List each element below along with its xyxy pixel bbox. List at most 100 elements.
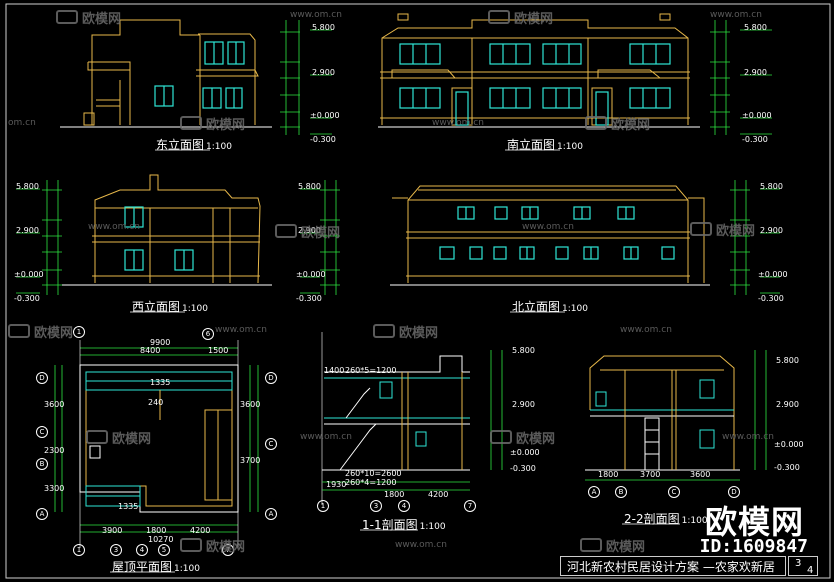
axis-marker: 4 xyxy=(136,544,148,556)
watermark-logo: 欧模网 xyxy=(373,322,438,341)
watermark-url: www.om.cn xyxy=(215,325,267,335)
watermark-logo: 欧模网 xyxy=(8,322,73,341)
sofa-icon xyxy=(86,430,108,444)
axis-marker: 6 xyxy=(202,328,214,340)
level-label: 2.900 xyxy=(760,226,783,235)
roof-dim-side-1: 1335 xyxy=(150,378,171,387)
level-label: 5.800 xyxy=(16,182,39,191)
axis-marker: C xyxy=(265,438,277,450)
west-dimension-lines xyxy=(16,180,62,295)
sec1-w3: 1800 xyxy=(384,490,405,499)
sofa-icon xyxy=(8,324,30,338)
sofa-icon xyxy=(585,116,607,130)
sec2-w2: 3700 xyxy=(640,470,661,479)
roof-dim-left-3: 3300 xyxy=(44,484,65,493)
roof-dim-right-2: 3700 xyxy=(240,456,261,465)
axis-marker: D xyxy=(728,486,740,498)
axis-marker: 1 xyxy=(73,326,85,338)
sofa-icon xyxy=(275,224,297,238)
sofa-icon xyxy=(690,222,712,236)
axis-marker: 1 xyxy=(317,500,329,512)
level-label: 2.900 xyxy=(776,400,799,409)
sec1-stair-b2: 260*4=1200 xyxy=(345,478,397,487)
north-elevation xyxy=(390,185,710,286)
east-dimension-lines xyxy=(280,20,332,135)
level-label: -0.300 xyxy=(14,294,40,303)
level-label: -0.300 xyxy=(774,463,800,472)
brand-name: 欧模网 xyxy=(704,503,804,541)
roof-dim-overall: 9900 xyxy=(150,338,171,347)
level-label: 2.900 xyxy=(512,400,535,409)
level-label: 2.900 xyxy=(312,68,335,77)
axis-marker: A xyxy=(588,486,600,498)
level-label: 5.800 xyxy=(744,23,767,32)
south-windows xyxy=(399,43,671,126)
title-block-sheet: 3 4 xyxy=(788,556,818,576)
sofa-icon xyxy=(488,10,510,24)
watermark-url: www.om.cn xyxy=(722,432,774,442)
watermark-url: www.om.cn xyxy=(620,325,672,335)
roof-dim-bottom-c: 4200 xyxy=(190,526,211,535)
axis-marker: 5 xyxy=(158,544,170,556)
east-elevation xyxy=(60,19,272,128)
brand-id: ID:1609847 xyxy=(699,536,808,557)
roof-dim-bottom-a: 3900 xyxy=(102,526,123,535)
roof-dim-bottom-b: 1800 xyxy=(146,526,167,535)
south-elevation xyxy=(378,13,700,128)
watermark-url: om.cn xyxy=(8,118,36,128)
axis-marker: 7 xyxy=(222,544,234,556)
watermark-url: www.om.cn xyxy=(290,10,342,20)
sec2-w1: 1800 xyxy=(598,470,619,479)
axis-marker: 4 xyxy=(398,500,410,512)
watermark-logo: 欧模网 xyxy=(580,536,645,555)
level-label: -0.300 xyxy=(310,135,336,144)
watermark-logo: 欧模网 xyxy=(180,536,245,555)
watermark-url: www.om.cn xyxy=(300,432,352,442)
level-label: -0.300 xyxy=(758,294,784,303)
title-block-project: 河北新农村民居设计方案 —农家欢新居 xyxy=(560,556,786,576)
watermark-url: www.om.cn xyxy=(395,540,447,550)
axis-marker: 7 xyxy=(464,500,476,512)
sec1-w4: 4200 xyxy=(428,490,449,499)
roof-dim-inner: 8400 xyxy=(140,346,161,355)
watermark-logo: 欧模网 xyxy=(56,8,121,27)
watermark-logo: 欧模网 xyxy=(488,8,553,27)
sofa-icon xyxy=(373,324,395,338)
level-label: 2.900 xyxy=(16,226,39,235)
watermark-url: www.om.cn xyxy=(432,118,484,128)
watermark-url: www.om.cn xyxy=(88,222,140,232)
axis-marker: C xyxy=(668,486,680,498)
sec2-w3: 3600 xyxy=(690,470,711,479)
watermark-logo: 欧模网 xyxy=(86,428,151,447)
sec1-stair-top: 260*5=1200 xyxy=(345,366,397,375)
roof-dim-right-1: 3600 xyxy=(240,400,261,409)
level-label: 5.800 xyxy=(760,182,783,191)
south-dimension-lines xyxy=(710,20,772,135)
axis-marker: C xyxy=(36,426,48,438)
title-underlines xyxy=(110,149,680,573)
watermark-logo: 欧模网 xyxy=(180,114,245,133)
roof-dim-left-2: 2300 xyxy=(44,446,65,455)
level-label: -0.300 xyxy=(742,135,768,144)
level-label: 5.800 xyxy=(298,182,321,191)
sec1-w1: 1400 xyxy=(324,366,345,375)
section-2-2 xyxy=(585,350,767,481)
level-label: ±0.000 xyxy=(310,111,340,120)
roof-dim-side-3: 1335 xyxy=(118,502,139,511)
sofa-icon xyxy=(180,116,202,130)
axis-marker: D xyxy=(265,372,277,384)
east-windows xyxy=(154,41,245,109)
sheet-number: 3 xyxy=(795,558,802,569)
level-label: ±0.000 xyxy=(742,111,772,120)
sofa-icon xyxy=(180,538,202,552)
level-label: ±0.000 xyxy=(296,270,326,279)
level-label: -0.300 xyxy=(510,464,536,473)
watermark-logo: 欧模网 xyxy=(690,220,755,239)
axis-marker: D xyxy=(36,372,48,384)
sec1-w2: 1930 xyxy=(326,480,347,489)
level-label: ±0.000 xyxy=(510,448,540,457)
